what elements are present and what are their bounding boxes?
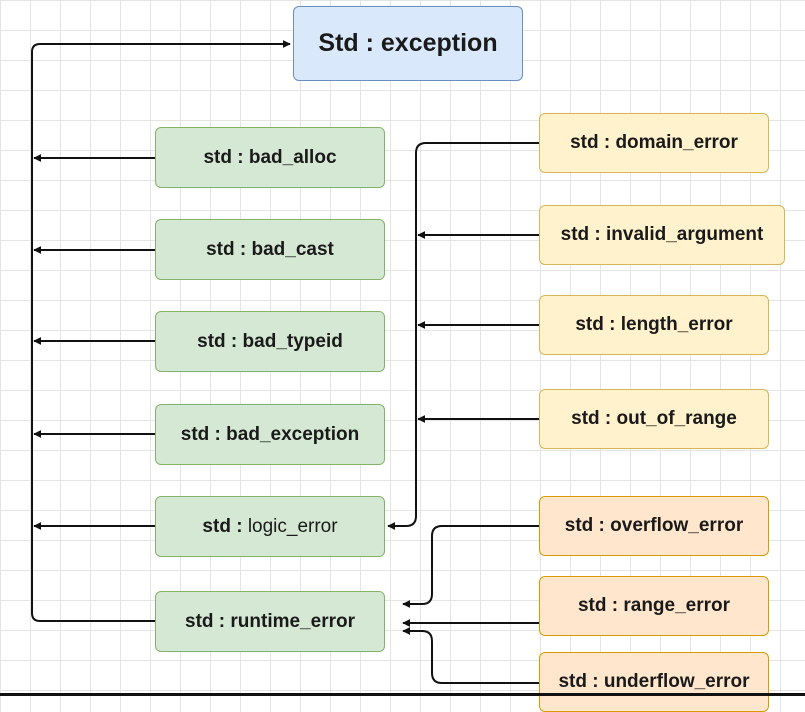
node-domain-error: std : domain_error	[539, 113, 769, 173]
node-overflow-error: std : overflow_error	[539, 496, 769, 556]
node-underflow-error: std : underflow_error	[539, 652, 769, 712]
node-logic-error: std : logic_error	[155, 496, 385, 557]
logic-error-name: logic_error	[247, 515, 338, 537]
node-out-of-range: std : out_of_range	[539, 389, 769, 449]
inheritance-arrows	[31, 40, 539, 684]
node-bad-alloc: std : bad_alloc	[155, 127, 385, 188]
node-invalid-argument: std : invalid_argument	[539, 205, 785, 265]
logic-error-prefix: std :	[202, 515, 248, 537]
arrow-domain-error	[387, 142, 539, 530]
arrow-overflow-error	[402, 525, 539, 608]
node-bad-cast: std : bad_cast	[155, 219, 385, 280]
node-bad-exception: std : bad_exception	[155, 404, 385, 465]
node-std-exception: Std : exception	[293, 6, 523, 81]
node-length-error: std : length_error	[539, 295, 769, 355]
node-runtime-error: std : runtime_error	[155, 591, 385, 652]
arrow-underflow-error	[402, 627, 539, 684]
arrow-runtime-error-to-exception	[31, 40, 291, 622]
node-bad-typeid: std : bad_typeid	[155, 311, 385, 372]
node-range-error: std : range_error	[539, 576, 769, 636]
bottom-edge-bar	[0, 693, 805, 696]
